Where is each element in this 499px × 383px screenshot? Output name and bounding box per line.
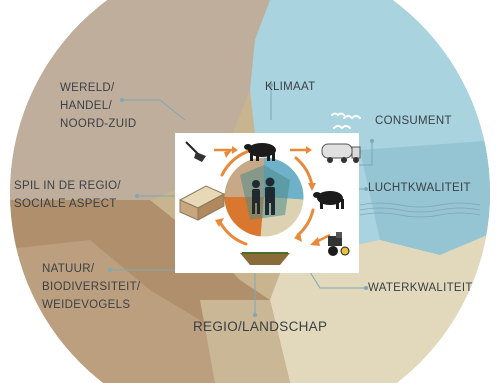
cow-icon [313, 191, 344, 209]
connector-dots [108, 83, 374, 317]
label-natuur-line1: NATUUR/ [42, 263, 95, 275]
label-regio-text: REGIO/LANDSCHAP [193, 319, 328, 334]
label-wereld-line1: WERELD/ [60, 82, 115, 94]
birds-icon [331, 112, 361, 130]
label-luchtkwaliteit-text: LUCHTKWALITEIT [368, 182, 471, 194]
label-wereld: WERELD/ HANDEL/ NOORD-ZUID [60, 79, 136, 133]
label-natuur: NATUUR/ BIODIVERSITEIT/ WEIDEVOGELS [42, 260, 140, 314]
label-spil-line1: SPIL IN DE REGIO/ [14, 180, 121, 192]
label-waterkwaliteit: WATERKWALITEIT [368, 279, 473, 297]
label-spil: SPIL IN DE REGIO/ SOCIALE ASPECT [14, 177, 121, 213]
label-waterkwaliteit-text: WATERKWALITEIT [368, 282, 473, 294]
label-natuur-line2: BIODIVERSITEIT/ [42, 281, 141, 293]
cow-icon [244, 143, 276, 161]
side-arrows [214, 146, 331, 246]
farmers-icon [252, 177, 275, 215]
segment-landscape [200, 300, 290, 383]
label-consument-text: CONSUMENT [375, 115, 452, 127]
tractor-icon [328, 232, 350, 256]
connector-wereld [122, 99, 186, 121]
milk-truck-icon [321, 143, 361, 163]
label-regio: REGIO/LANDSCHAP [193, 318, 327, 336]
label-natuur-line3: WEIDEVOGELS [42, 299, 131, 311]
soil-icon [240, 252, 290, 265]
label-wereld-line2: HANDEL/ [60, 100, 112, 112]
cycle-arc-bottom [218, 220, 248, 246]
barn-icon [178, 185, 226, 221]
air-lines [359, 202, 481, 218]
label-klimaat-text: KLIMAAT [265, 81, 316, 93]
label-spil-line2: SOCIALE ASPECT [14, 198, 117, 210]
spade-icon [185, 141, 206, 162]
segment-water-dark [360, 140, 490, 255]
label-wereld-line3: NOORD-ZUID [60, 118, 137, 130]
label-consument: CONSUMENT [375, 112, 452, 130]
connector-water [309, 271, 366, 289]
label-luchtkwaliteit: LUCHTKWALITEIT [368, 179, 471, 197]
label-klimaat: KLIMAAT [265, 78, 315, 96]
